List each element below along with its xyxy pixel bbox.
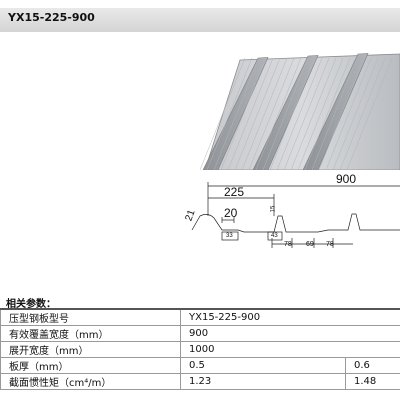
sheet-striation: [206, 57, 253, 170]
sheet-striation: [227, 57, 274, 170]
table-row: 压型钢板型号 YX15-225-900: [0, 308, 400, 326]
sheet-striation: [290, 57, 337, 170]
params-table: 压型钢板型号 YX15-225-900 有效覆盖宽度（mm） 900 展开宽度（…: [0, 308, 400, 390]
sheet-striation: [339, 57, 386, 170]
sheet-striation: [269, 57, 316, 170]
sheet-striation: [262, 57, 309, 170]
sheet-striation: [220, 57, 267, 170]
sheet-striation: [234, 57, 281, 170]
sheet-striation: [200, 57, 246, 170]
sheet-striation: [276, 57, 323, 170]
sheet-striation: [332, 57, 379, 170]
param-label: 压型钢板型号: [0, 308, 181, 326]
table-row: 板厚（mm） 0.5 0.6: [0, 357, 400, 374]
dim-seg2: 69: [306, 241, 314, 248]
param-value-2: 1.48: [344, 373, 400, 390]
param-label: 截面惯性矩（cm⁴/m）: [0, 373, 181, 390]
dim-seg3: 78: [326, 241, 334, 248]
sheet-striation: [346, 57, 393, 170]
model-title: YX15-225-900: [8, 11, 95, 24]
param-label: 板厚（mm）: [0, 357, 181, 374]
dim-total-width: 900: [336, 172, 357, 186]
sheet-striation: [213, 57, 260, 170]
sheet-striation: [304, 57, 351, 170]
dim-rib-height-right: 15: [270, 205, 277, 213]
param-label: 有效覆盖宽度（mm）: [0, 325, 181, 342]
table-row: 截面惯性矩（cm⁴/m） 1.23 1.48: [0, 373, 400, 390]
profile-dimension-drawing: [191, 182, 400, 248]
sheet-striation: [241, 57, 288, 170]
params-heading: 相关参数：: [6, 299, 56, 310]
param-value: 0.5: [180, 357, 346, 374]
dim-top-flat: 20: [224, 206, 238, 220]
title-bar: [0, 8, 400, 32]
dim-bottom-left: 33: [226, 233, 233, 239]
param-value: 900: [179, 325, 400, 342]
sheet-striation: [248, 57, 295, 170]
param-value: 1000: [179, 341, 400, 358]
sheet-striation: [255, 57, 302, 170]
param-value: YX15-225-900: [179, 308, 400, 326]
table-row: 展开宽度（mm） 1000: [0, 341, 400, 358]
sheet-striation: [311, 57, 358, 170]
sheet-striation: [297, 57, 344, 170]
param-label: 展开宽度（mm）: [0, 341, 181, 358]
table-row: 有效覆盖宽度（mm） 900: [0, 325, 400, 342]
param-value-2: 0.6: [344, 357, 400, 374]
dim-seg1: 78: [284, 241, 292, 248]
sheet-striation: [283, 57, 330, 170]
sheet-striation: [325, 57, 372, 170]
dim-pitch: 225: [224, 185, 245, 199]
sheet-striation: [318, 57, 365, 170]
param-value: 1.23: [180, 373, 346, 390]
dim-bottom-mid: 43: [271, 233, 278, 239]
roofing-sheet-illustration: [200, 53, 400, 170]
sheet-rib: [202, 57, 269, 170]
